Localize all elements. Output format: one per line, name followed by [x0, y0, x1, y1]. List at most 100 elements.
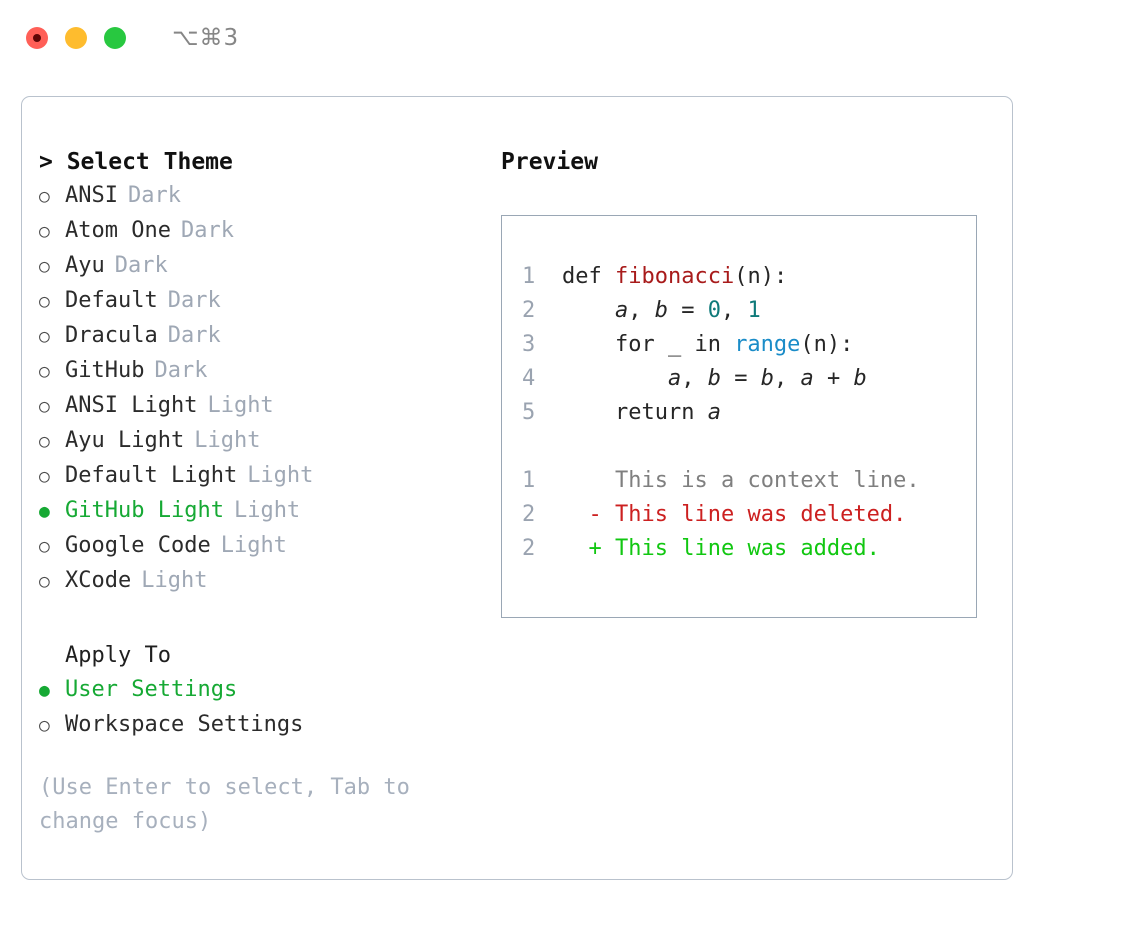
theme-option-label: Google Code — [65, 533, 211, 558]
diff-sign: - — [588, 502, 615, 527]
apply-to-option[interactable]: ● User Settings — [39, 673, 501, 708]
diff-line: 2 + This line was added. — [502, 532, 976, 566]
code-line: 3 for _ in range(n): — [502, 328, 976, 362]
theme-option-tag: Dark — [114, 253, 168, 278]
radio-unselected-icon: ○ — [39, 361, 50, 382]
zoom-button[interactable] — [104, 27, 126, 49]
keyboard-hint: (Use Enter to select, Tab to change focu… — [39, 775, 410, 834]
radio-unselected-icon: ○ — [39, 715, 50, 736]
diff-sign — [589, 464, 616, 498]
apply-to-option-label: Workspace Settings — [65, 712, 304, 737]
diff-gutter-pad — [562, 498, 589, 532]
code-line: 1 def fibonacci(n): — [502, 260, 976, 294]
theme-option-tag: Light — [141, 568, 208, 593]
theme-option[interactable]: ○ Default Light Light — [39, 459, 501, 494]
diff-line-text: This line was added. — [615, 536, 880, 561]
theme-option-label: Ayu — [65, 253, 105, 278]
radio-selected-icon: ● — [39, 501, 50, 522]
diff-line-number: 1 — [522, 468, 536, 493]
theme-option[interactable]: ○ Ayu Light Light — [39, 424, 501, 459]
code-line-text: for _ in range(n): — [562, 332, 854, 357]
theme-option-tag: Light — [194, 428, 261, 453]
radio-unselected-icon: ○ — [39, 256, 50, 277]
window-titlebar: ⌥⌘3 — [0, 0, 1140, 76]
apply-to-option-label: User Settings — [65, 677, 238, 702]
diff-line-text: This line was deleted. — [615, 502, 907, 527]
theme-option-tag: Dark — [167, 323, 221, 348]
theme-option-tag: Dark — [154, 358, 208, 383]
apply-to-option[interactable]: ○ Workspace Settings — [39, 708, 501, 743]
theme-option[interactable]: ○ Google Code Light — [39, 529, 501, 564]
code-line-text: a, b = 0, 1 — [614, 298, 761, 323]
code-line-number: 4 — [522, 366, 536, 391]
code-line-number: 1 — [522, 264, 536, 289]
code-line: 2 a, b = 0, 1 — [502, 294, 976, 328]
theme-option[interactable]: ○ Default Dark — [39, 284, 501, 319]
theme-option-tag: Dark — [127, 183, 181, 208]
diff-gutter-pad — [562, 532, 589, 566]
theme-option-label: ANSI Light — [65, 393, 198, 418]
theme-option-tag: Light — [220, 533, 287, 558]
code-line-number: 3 — [522, 332, 536, 357]
theme-option-tag: Light — [247, 463, 314, 488]
code-line: 4 a, b = b, a + b — [502, 362, 976, 396]
diff-sign: + — [588, 536, 615, 561]
apply-to-list: ● User Settings ○ Workspace Settings — [39, 673, 501, 743]
theme-option[interactable]: ○ Atom One Dark — [39, 214, 501, 249]
diff-line-number: 2 — [522, 502, 536, 527]
theme-option-label: Dracula — [65, 323, 158, 348]
theme-option[interactable]: ○ Dracula Dark — [39, 319, 501, 354]
diff-line: 1 This is a context line. — [502, 464, 976, 498]
radio-unselected-icon: ○ — [39, 186, 50, 207]
theme-option[interactable]: ○ ANSI Dark — [39, 179, 501, 214]
radio-unselected-icon: ○ — [39, 221, 50, 242]
window-controls — [26, 27, 126, 49]
theme-option[interactable]: ○ Ayu Dark — [39, 249, 501, 284]
theme-option-label: ANSI — [65, 183, 118, 208]
preview-title: Preview — [501, 149, 598, 175]
diff-line-text: This is a context line. — [615, 468, 920, 493]
theme-option-tag: Light — [207, 393, 274, 418]
radio-unselected-icon: ○ — [39, 291, 50, 312]
radio-selected-icon: ● — [39, 680, 50, 701]
keyboard-shortcut-label: ⌥⌘3 — [172, 25, 240, 51]
select-theme-header: > Select Theme — [39, 149, 233, 175]
radio-unselected-icon: ○ — [39, 466, 50, 487]
theme-option-tag: Dark — [180, 218, 234, 243]
apply-to-header: Apply To — [65, 643, 171, 668]
code-line-number: 5 — [522, 400, 536, 425]
theme-option-label: GitHub Light — [65, 498, 224, 523]
code-line-number: 2 — [522, 298, 536, 323]
radio-unselected-icon: ○ — [39, 536, 50, 557]
theme-option[interactable]: ○ ANSI Light Light — [39, 389, 501, 424]
diff-line: 2 - This line was deleted. — [502, 498, 976, 532]
minimize-button[interactable] — [65, 27, 87, 49]
theme-option-label: GitHub — [65, 358, 145, 383]
code-line: 5 return a — [502, 396, 976, 430]
radio-unselected-icon: ○ — [39, 396, 50, 417]
close-button[interactable] — [26, 27, 48, 49]
radio-unselected-icon: ○ — [39, 571, 50, 592]
theme-option-tag: Dark — [167, 288, 221, 313]
diff-line-number: 2 — [522, 536, 536, 561]
code-line-text: return a — [562, 400, 721, 425]
theme-option-label: Default Light — [65, 463, 238, 488]
theme-option[interactable]: ● GitHub Light Light — [39, 494, 501, 529]
theme-option-tag: Light — [233, 498, 301, 523]
theme-option-label: Ayu Light — [65, 428, 185, 453]
theme-option-label: Atom One — [65, 218, 171, 243]
radio-unselected-icon: ○ — [39, 431, 50, 452]
code-line-text: def fibonacci(n): — [562, 264, 788, 289]
diff-sample: 1 This is a context line.2 - This line w… — [502, 464, 976, 566]
theme-option-label: Default — [65, 288, 158, 313]
diff-gutter-pad — [562, 464, 589, 498]
radio-unselected-icon: ○ — [39, 326, 50, 347]
theme-option[interactable]: ○ GitHub Dark — [39, 354, 501, 389]
code-line-text: a, b = b, a + b — [667, 366, 867, 391]
